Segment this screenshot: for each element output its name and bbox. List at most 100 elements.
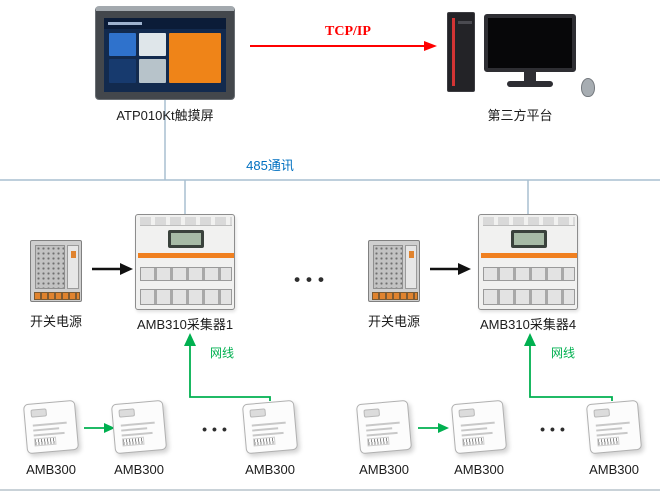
module-connector — [593, 408, 611, 418]
psu-indicator — [71, 251, 76, 258]
amb300-label: AMB300 — [26, 462, 76, 477]
ellipsis-bottom-left: ••• — [202, 421, 232, 437]
module-label-line — [121, 431, 153, 437]
collector-top-terminals — [140, 217, 232, 226]
amb310-collector-4 — [478, 214, 578, 310]
collector-top-terminals — [483, 217, 575, 226]
collector-terminal-row — [483, 267, 575, 281]
psu-terminals — [34, 292, 80, 300]
module-connector — [249, 408, 267, 418]
module-label-line — [252, 427, 279, 432]
module-connector — [458, 408, 476, 418]
module-barcode — [252, 436, 276, 447]
module-label-line — [596, 431, 628, 437]
ethernet-cable-right — [529, 344, 613, 401]
cable-label-left: 网线 — [209, 346, 234, 360]
amb300-label: AMB300 — [589, 462, 639, 477]
collector-terminal-row — [140, 267, 232, 281]
monitor-screen — [488, 18, 572, 68]
module-label-line — [366, 427, 393, 432]
module-label-line — [252, 431, 284, 437]
psu-vents — [35, 245, 65, 289]
computer-device — [445, 10, 597, 102]
amb310-collector-1 — [135, 214, 235, 310]
module-label-line — [366, 431, 398, 437]
collector-1-label: AMB310采集器1 — [136, 317, 234, 332]
computer-tower — [447, 12, 475, 92]
module-label-line — [595, 421, 630, 427]
power-arrowhead-right — [458, 263, 471, 275]
ethernet-arrowhead-right — [524, 333, 536, 346]
ethernet-arrowhead-left — [184, 333, 196, 346]
screen-tile-orange — [169, 33, 221, 83]
amb300-label: AMB300 — [454, 462, 504, 477]
collector-lcd-display — [511, 230, 547, 248]
module-label-line — [460, 421, 495, 427]
tcp-ip-label: TCP/IP — [325, 24, 371, 39]
collector-4-label: AMB310采集器4 — [479, 317, 577, 332]
computer-monitor — [484, 14, 576, 72]
psu-label-strip — [405, 245, 417, 289]
collector-orange-stripe — [481, 253, 577, 258]
screen-tile-gray — [139, 59, 166, 83]
screen-header-bar — [104, 18, 226, 29]
amb300-module-1 — [22, 399, 80, 455]
module-label-line — [33, 427, 60, 432]
module-barcode — [121, 436, 145, 447]
module-barcode — [461, 436, 485, 447]
amb300-module-3 — [241, 399, 299, 455]
computer-mouse — [581, 78, 595, 97]
module-connector — [118, 408, 136, 418]
amb300-label: AMB300 — [359, 462, 409, 477]
screen-tile-blue — [109, 33, 136, 56]
amb300-label: AMB300 — [114, 462, 164, 477]
power-supply-left-label: 开关电源 — [29, 314, 82, 329]
module-connector — [363, 408, 381, 418]
power-supply-right-label: 开关电源 — [367, 314, 420, 329]
module-barcode — [596, 436, 620, 447]
ellipsis-middle: ••• — [294, 270, 330, 289]
tower-drive-bay — [458, 21, 472, 24]
collector-terminal-row — [483, 289, 575, 305]
power-supply-left — [30, 240, 82, 302]
amb300-label: AMB300 — [245, 462, 295, 477]
module-label-line — [461, 427, 488, 432]
touchscreen-screen — [104, 18, 226, 92]
psu-terminals — [372, 292, 418, 300]
collector-lcd-display — [168, 230, 204, 248]
lcd-screen — [171, 233, 201, 245]
module-label-line — [32, 421, 67, 427]
platform-label: 第三方平台 — [487, 108, 553, 123]
module-link-arrowhead-right — [438, 423, 449, 433]
touchscreen-label: ATP010Kt触摸屏 — [116, 108, 214, 123]
screen-status-bar — [108, 22, 142, 25]
amb300-module-5 — [450, 399, 508, 455]
module-label-line — [365, 421, 400, 427]
module-label-line — [251, 421, 286, 427]
collector-terminal-row — [140, 289, 232, 305]
rs485-bus-label: 485通讯 — [246, 158, 294, 173]
module-label-line — [33, 431, 65, 437]
screen-tile-light — [139, 33, 166, 56]
module-label-line — [121, 427, 148, 432]
module-barcode — [33, 436, 57, 447]
ethernet-cable-left — [189, 344, 271, 401]
module-connector — [30, 408, 48, 418]
monitor-stand-neck — [524, 72, 536, 81]
module-label-line — [461, 431, 493, 437]
power-arrowhead-left — [120, 263, 133, 275]
ellipsis-bottom-right: ••• — [540, 421, 570, 437]
power-supply-right — [368, 240, 420, 302]
psu-vents — [373, 245, 403, 289]
monitor-stand-base — [507, 81, 553, 87]
module-link-arrowhead-left — [104, 423, 115, 433]
module-barcode — [366, 436, 390, 447]
cable-label-right: 网线 — [550, 346, 575, 360]
touchscreen-device — [95, 6, 235, 100]
module-label-line — [596, 427, 623, 432]
amb300-module-4 — [355, 399, 413, 455]
collector-orange-stripe — [138, 253, 234, 258]
amb300-module-2 — [110, 399, 168, 455]
